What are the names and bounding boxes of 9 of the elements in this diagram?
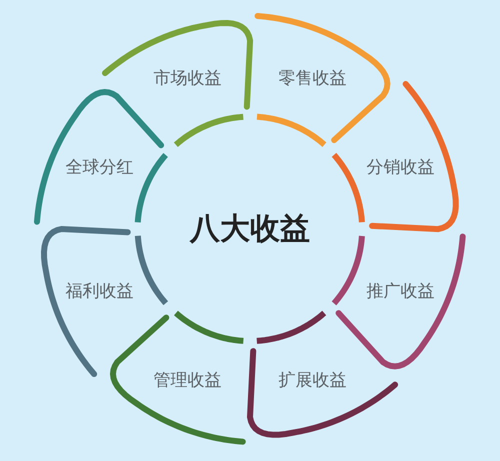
- segment-label: 全球分红: [65, 156, 134, 178]
- segment-label: 扩展收益: [278, 369, 346, 392]
- segment-label: 福利收益: [65, 280, 134, 303]
- segment-label: 推广收益: [366, 280, 435, 303]
- segment-label: 分销收益: [366, 156, 435, 178]
- segment-label: 市场收益: [154, 68, 222, 90]
- center-title: 八大收益: [190, 208, 310, 250]
- segment-label: 管理收益: [154, 369, 222, 392]
- segment-label: 零售收益: [278, 68, 346, 90]
